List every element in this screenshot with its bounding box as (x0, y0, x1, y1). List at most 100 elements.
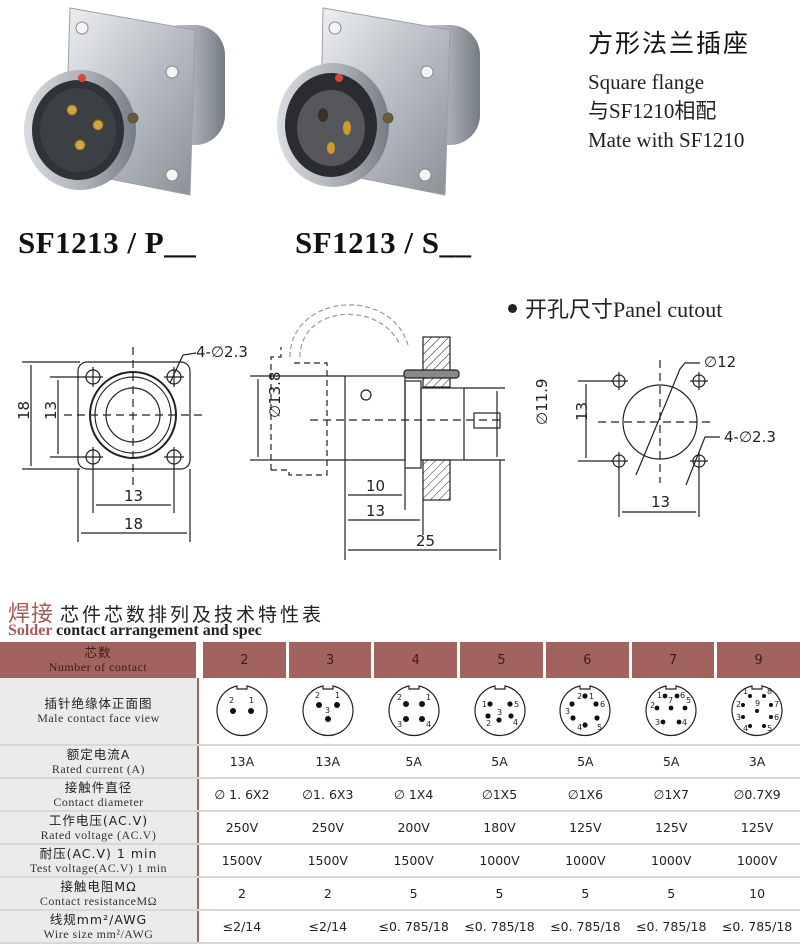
svg-text:2: 2 (397, 693, 402, 702)
table-cell: ≤2/14 (222, 919, 262, 934)
table-cell: 1500V (221, 853, 263, 868)
table-cell: 1000V (736, 853, 778, 868)
table-cell: ∅0.7X9 (733, 787, 781, 802)
cutout-pitch-v-label: 13 (573, 402, 591, 421)
table-cell: ≤0. 785/18 (464, 919, 535, 934)
product-photo-socket: SF1213 / S__ (265, 0, 525, 270)
header-cell: 3 (288, 642, 372, 678)
mate-en: Mate with SF1210 (588, 128, 745, 152)
table-cell: ∅1X6 (567, 787, 604, 802)
section-heading-en: Solder contact arrangement and spec (8, 622, 262, 639)
table-cell: 5A (405, 754, 422, 769)
side-dim-10: 10 (366, 477, 385, 495)
table-cell: ∅ 1X4 (393, 787, 434, 802)
svg-text:1: 1 (335, 691, 340, 700)
table-cell: 5 (581, 886, 590, 901)
svg-text:5: 5 (767, 724, 772, 733)
side-body-diameter-label: ∅11.9 (533, 379, 551, 425)
face-view-label-cell: 插针绝缘体正面图 Male contact face view (0, 678, 199, 744)
svg-text:2: 2 (315, 691, 320, 700)
table-cell: 5A (662, 754, 680, 769)
table-cell: 125V (740, 820, 774, 835)
svg-text:2: 2 (650, 701, 655, 710)
svg-text:3: 3 (655, 718, 660, 727)
product-name-plug: SF1213 / P__ (18, 225, 197, 260)
table-cell: ≤0. 785/18 (550, 919, 621, 934)
title-en: Square flange (588, 70, 705, 94)
table-cell: 5 (667, 886, 676, 901)
table-row-rated-voltage: 工作电压(AC.V)Rated voltage (AC.V) 250V 250V… (0, 812, 800, 845)
svg-text:6: 6 (680, 691, 685, 700)
table-cell: 10 (749, 886, 766, 901)
table-cell: 1000V (565, 853, 606, 868)
table-cell: 1500V (393, 853, 434, 868)
svg-text:9: 9 (755, 699, 760, 708)
svg-text:4: 4 (577, 723, 582, 732)
side-diameter-label: ∅13.8 (266, 372, 284, 418)
cutout-holes-label: 4-∅2.3 (724, 428, 776, 446)
table-cell: 180V (483, 820, 516, 835)
bullet-icon (508, 304, 517, 313)
svg-text:1: 1 (743, 687, 748, 696)
svg-text:8: 8 (767, 687, 772, 696)
table-cell: 1500V (307, 853, 348, 868)
dimension-drawings: 4-∅2.3 18 13 13 18 ∅13.8 ∅11.9 10 13 25 … (15, 304, 776, 560)
front-width-label: 18 (124, 515, 143, 533)
table-cell: 2 (323, 886, 332, 901)
header-cell: 6 (545, 642, 629, 678)
connector-plug-icon (24, 7, 225, 196)
svg-text:3: 3 (565, 707, 570, 716)
svg-text:2: 2 (736, 700, 741, 709)
svg-text:4: 4 (682, 718, 687, 727)
front-pitch-h-label: 13 (124, 487, 143, 505)
mate-cn: 与SF1210相配 (588, 99, 717, 123)
title-cn: 方形法兰插座 (588, 29, 751, 58)
panel-cutout-drawing (578, 360, 720, 517)
table-cell: 5 (495, 886, 504, 901)
table-cell: ∅ 1. 6X2 (214, 787, 270, 802)
front-view-drawing (22, 347, 202, 542)
svg-text:2: 2 (229, 696, 234, 705)
table-cell: 125V (569, 820, 602, 835)
svg-text:1: 1 (426, 693, 431, 702)
connector-socket-icon (277, 7, 480, 196)
svg-text:3: 3 (497, 708, 502, 717)
table-cell: ∅1X7 (653, 787, 689, 802)
front-pitch-v-label: 13 (42, 401, 60, 420)
product-name-socket: SF1213 / S__ (295, 225, 472, 260)
cutout-pitch-h-label: 13 (651, 493, 670, 511)
panel-cutout-title: 开孔尺寸Panel cutout (508, 292, 722, 324)
table-cell: 5A (577, 754, 594, 769)
side-dim-13: 13 (366, 502, 385, 520)
svg-text:5: 5 (686, 696, 691, 705)
table-cell: 1000V (479, 853, 520, 868)
svg-text:1: 1 (657, 691, 662, 700)
svg-text:2: 2 (577, 692, 582, 701)
cutout-diameter-label: ∅12 (704, 353, 736, 371)
side-dim-25: 25 (416, 532, 435, 550)
header-cell: 7 (631, 642, 715, 678)
header-cell: 2 (203, 642, 286, 678)
svg-text:6: 6 (600, 700, 605, 709)
svg-text:1: 1 (482, 700, 487, 709)
header-cell: 9 (717, 642, 800, 678)
svg-text:6: 6 (774, 713, 779, 722)
table-cell: 1000V (651, 853, 692, 868)
table-cell: ≤0. 785/18 (636, 919, 707, 934)
table-cell: 250V (311, 820, 344, 835)
front-height-label: 18 (15, 401, 33, 420)
